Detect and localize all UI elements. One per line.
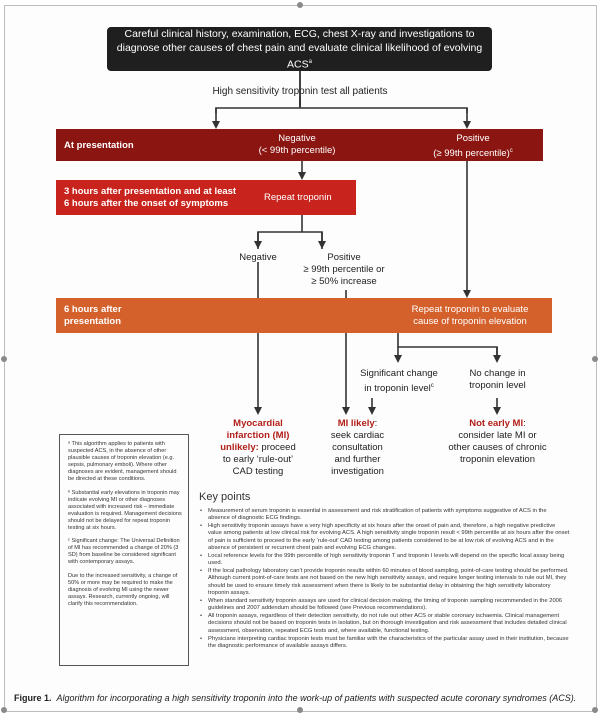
three-hours-label: 3 hours after presentation and at least … bbox=[64, 186, 236, 210]
six-hours-action-2: cause of troponin elevation bbox=[413, 316, 527, 327]
not-early-3: other causes of chronic bbox=[448, 442, 547, 453]
top-box-text: Careful clinical history, examination, E… bbox=[116, 27, 483, 71]
footnote-b: ᵇ Substantial early elevations in tropon… bbox=[68, 489, 182, 532]
resize-handle-bottom-right[interactable] bbox=[592, 707, 598, 713]
three-hours-bar bbox=[56, 180, 356, 215]
outcome-not-early: Not early MI: consider late MI or other … bbox=[425, 418, 570, 466]
footnotes-box: ᵃ This algorithm applies to patients wit… bbox=[59, 434, 189, 666]
no-change-2: troponin level bbox=[469, 380, 526, 391]
mi-unlikely-3a: unlikely: bbox=[220, 442, 259, 453]
key-point: If the local pathology laboratory can’t … bbox=[200, 568, 570, 597]
change-split-line bbox=[397, 333, 498, 355]
six-hours-line-2: presentation bbox=[64, 316, 122, 327]
mi-unlikely-5: CAD testing bbox=[232, 466, 284, 477]
no-change: No change in troponin level bbox=[455, 368, 540, 392]
hs-split-line bbox=[215, 107, 468, 113]
six-hours-line-1: 6 hours after bbox=[64, 304, 122, 315]
repeat-positive-2: ≥ 99th percentile or bbox=[303, 264, 385, 275]
repeat-troponin-label: Repeat troponin bbox=[264, 192, 332, 203]
mi-likely-3: consultation bbox=[332, 442, 383, 453]
key-point: Measurement of serum troponin is essenti… bbox=[200, 508, 570, 523]
mi-likely-2: seek cardiac bbox=[330, 430, 385, 441]
repeat-positive-1: Positive bbox=[327, 252, 361, 263]
key-point: High sensitivity troponin assays have a … bbox=[200, 523, 570, 552]
resize-handle-right[interactable] bbox=[592, 356, 598, 362]
hs-test-label: High sensitivity troponin test all patie… bbox=[212, 86, 388, 97]
outcome-mi-likely: MI likely: seek cardiac consultation and… bbox=[315, 418, 400, 478]
mi-likely-4: and further bbox=[334, 454, 381, 465]
footnote-d: Due to the increased sensitivity, a chan… bbox=[68, 572, 178, 607]
mi-unlikely-1: Myocardial bbox=[233, 418, 283, 429]
figure-caption: Figure 1. Algorithm for incorporating a … bbox=[14, 693, 594, 703]
positive-line-2: (≥ 99th percentile) bbox=[433, 148, 510, 160]
positive-line-1: Positive bbox=[456, 133, 490, 144]
resize-handle-top[interactable] bbox=[297, 2, 303, 8]
significant-1: Significant change bbox=[360, 368, 438, 379]
key-points-list: Measurement of serum troponin is essenti… bbox=[200, 508, 570, 651]
negative-line-1: Negative bbox=[278, 133, 316, 144]
three-hours-line-1: 3 hours after presentation and at least bbox=[64, 186, 237, 197]
negative-line-2: (< 99th percentile) bbox=[258, 145, 336, 156]
positive-sup: c bbox=[509, 148, 513, 154]
mi-unlikely-3b: proceed bbox=[258, 442, 296, 453]
resize-handle-bottom-left[interactable] bbox=[1, 707, 7, 713]
key-points-title: Key points bbox=[199, 491, 251, 503]
mi-unlikely-4: to early ‘rule-out’ bbox=[222, 454, 294, 465]
not-early-1b: : bbox=[523, 418, 526, 429]
top-box-sup: a bbox=[308, 58, 312, 65]
not-early-2: consider late MI or bbox=[458, 430, 537, 441]
six-hours-bar bbox=[56, 298, 552, 333]
repeat-positive: Positive ≥ 99th percentile or ≥ 50% incr… bbox=[284, 252, 404, 288]
significant-change: Significant change in troponin levelc bbox=[344, 368, 454, 395]
significant-sup: c bbox=[430, 383, 434, 389]
mi-likely-1b: : bbox=[374, 418, 378, 429]
resize-handle-bottom[interactable] bbox=[297, 707, 303, 713]
repeat-negative: Negative bbox=[239, 252, 277, 263]
key-point: Local reference levels for the 99th perc… bbox=[200, 553, 570, 568]
resize-handle-left[interactable] bbox=[1, 356, 7, 362]
presentation-label: At presentation bbox=[64, 140, 134, 151]
three-hours-line-2: 6 hours after the onset of symptoms bbox=[64, 198, 229, 209]
repeat-split-line bbox=[257, 231, 323, 249]
presentation-bar bbox=[56, 129, 543, 161]
footnote-a: ᵃ This algorithm applies to patients wit… bbox=[68, 441, 177, 483]
mi-unlikely-2: infarction (MI) bbox=[226, 430, 290, 441]
key-point: When standard sensitivity troponin assay… bbox=[200, 598, 570, 613]
outcome-mi-unlikely: Myocardial infarction (MI) unlikely: pro… bbox=[203, 418, 313, 478]
not-early-4: troponin elevation bbox=[460, 454, 535, 465]
mi-likely-1a: MI likely bbox=[337, 418, 375, 429]
negative-label: Negative (< 99th percentile) bbox=[232, 133, 362, 157]
six-hours-action: Repeat troponin to evaluate cause of tro… bbox=[385, 304, 555, 328]
six-hours-label: 6 hours after presentation bbox=[64, 304, 122, 328]
caption-text: Algorithm for incorporating a high sensi… bbox=[56, 693, 577, 703]
repeat-positive-3: ≥ 50% increase bbox=[311, 276, 377, 287]
top-box: Careful clinical history, examination, E… bbox=[107, 27, 492, 71]
caption-label: Figure 1. bbox=[14, 693, 52, 703]
not-early-1: Not early MI bbox=[469, 418, 524, 429]
six-hours-action-1: Repeat troponin to evaluate bbox=[411, 304, 529, 315]
positive-label: Positive (≥ 99th percentile)c bbox=[408, 133, 538, 160]
footnote-c: ᶜ Significant change: The Universal Defi… bbox=[68, 538, 180, 566]
no-change-1: No change in bbox=[469, 368, 526, 379]
significant-2: in troponin level bbox=[364, 383, 431, 395]
mi-likely-5: investigation bbox=[331, 466, 384, 477]
key-point: All troponin assays, regardless of their… bbox=[200, 613, 570, 635]
key-point: Physicians interpreting cardiac troponin… bbox=[200, 636, 570, 651]
